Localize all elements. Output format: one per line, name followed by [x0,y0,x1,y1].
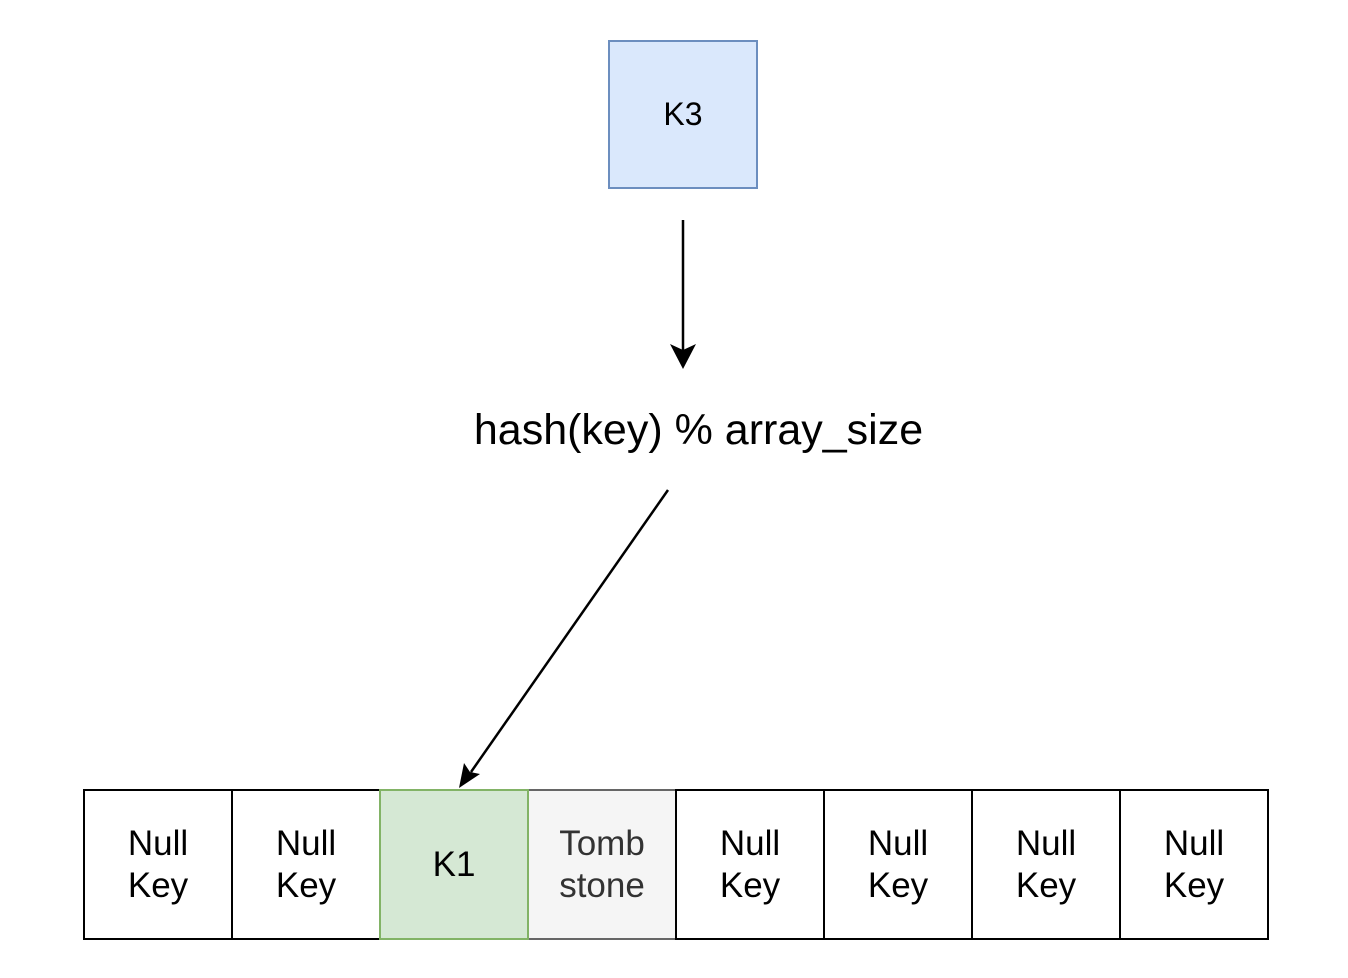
array-slot-label: Null Key [1163,823,1225,905]
array-slot-4: Null Key [675,789,825,940]
array-slot-label: K1 [432,844,476,884]
array-slot-label: Tomb stone [559,823,645,905]
array-slot-label: Null Key [275,823,337,905]
array-slot-label: Null Key [127,823,189,905]
array-slot-label: Null Key [867,823,929,905]
array-slot-label: Null Key [1015,823,1077,905]
hash-function-text: hash(key) % array_size [473,405,924,454]
input-key-label: K3 [663,96,703,132]
array-slot-7: Null Key [1119,789,1269,940]
hash-function-label: hash(key) % array_size [400,400,997,460]
hash-array: Null Key Null Key K1 Tomb stone Null Key… [83,789,1269,940]
arrow-hash-to-slot [459,489,670,788]
array-slot-1: Null Key [231,789,381,940]
array-slot-2-occupied: K1 [379,789,529,940]
arrow-key-to-hash [670,220,696,369]
input-key-node: K3 [608,40,758,189]
array-slot-5: Null Key [823,789,973,940]
array-slot-label: Null Key [719,823,781,905]
array-slot-3-tombstone: Tomb stone [527,789,677,940]
array-slot-0: Null Key [83,789,233,940]
array-slot-6: Null Key [971,789,1121,940]
